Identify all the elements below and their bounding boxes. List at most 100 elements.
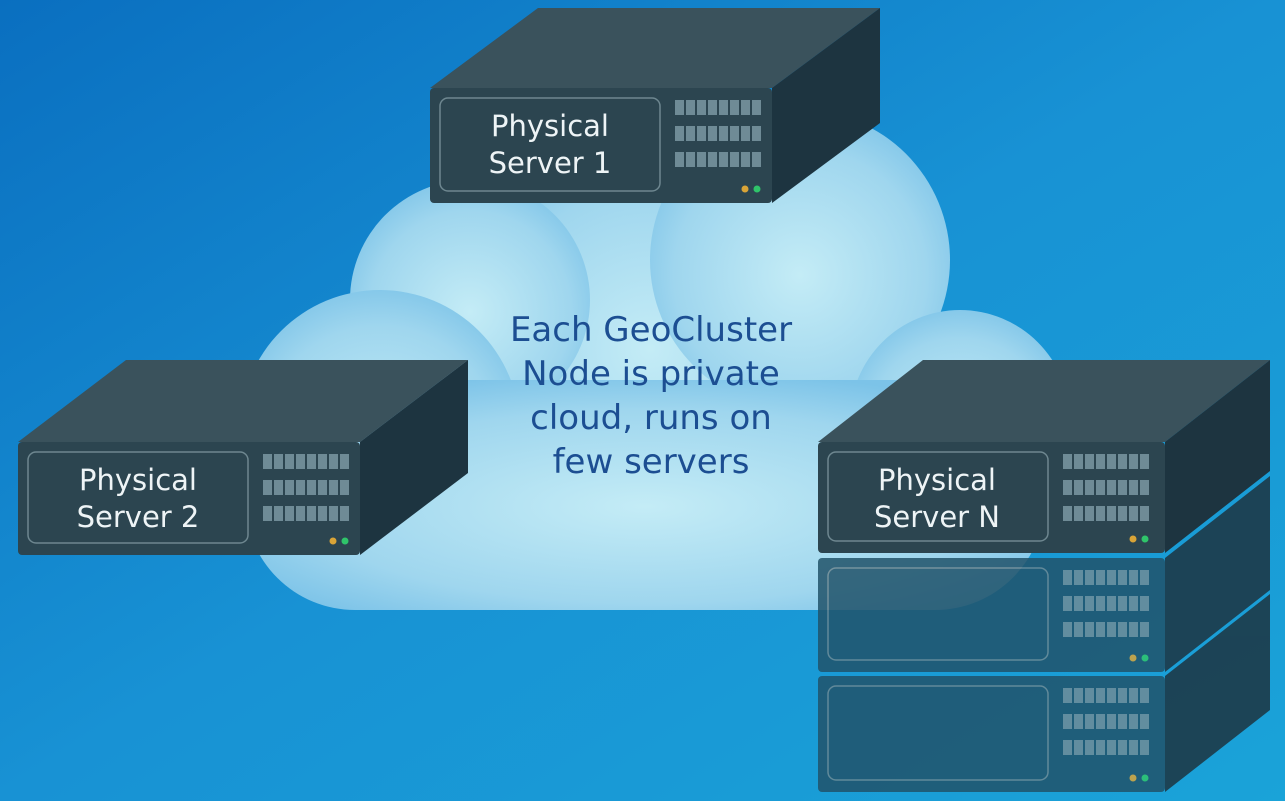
vent-slot <box>296 506 305 521</box>
vent-slot <box>1140 596 1149 611</box>
vent-slot <box>719 126 728 141</box>
vent-slot <box>1129 622 1138 637</box>
vent-slot <box>1074 596 1083 611</box>
vent-slot <box>340 506 349 521</box>
server-n-stack-middle <box>818 476 1270 672</box>
vent-slot <box>730 100 739 115</box>
label-line: Server 2 <box>76 500 200 534</box>
vent-slot <box>1063 714 1072 729</box>
caption-line: Each GeoCluster <box>509 310 793 350</box>
vent-slot <box>1107 506 1116 521</box>
vent-slot <box>1118 740 1127 755</box>
vent-slot <box>329 480 338 495</box>
server-top-face <box>818 360 1270 442</box>
vent-slot <box>1085 596 1094 611</box>
vent-grille-icon <box>1063 688 1149 755</box>
server-n-label: Physical Server N <box>827 462 1047 536</box>
vent-slot <box>1096 480 1105 495</box>
vent-slot <box>1074 506 1083 521</box>
vent-slot <box>1096 688 1105 703</box>
vent-slot <box>730 126 739 141</box>
vent-slot <box>686 152 695 167</box>
vent-slot <box>675 152 684 167</box>
vent-slot <box>1107 570 1116 585</box>
vent-slot <box>296 480 305 495</box>
vent-slot <box>307 454 316 469</box>
vent-slot <box>1096 622 1105 637</box>
server-label-panel <box>827 685 1049 781</box>
server-side-face <box>1165 360 1270 553</box>
vent-slot <box>1140 740 1149 755</box>
server-top-face <box>18 360 468 442</box>
vent-slot <box>730 152 739 167</box>
vent-slot <box>1085 480 1094 495</box>
vent-slot <box>1118 596 1127 611</box>
vent-slot <box>697 126 706 141</box>
server-top-face <box>430 8 880 88</box>
server-label-panel <box>827 451 1049 542</box>
vent-slot <box>1129 714 1138 729</box>
vent-slot <box>1107 596 1116 611</box>
cloud-caption: Each GeoCluster Node is private cloud, r… <box>451 308 851 484</box>
server-front-face <box>18 442 360 555</box>
server-side-face <box>1165 594 1270 792</box>
vent-slot <box>1129 506 1138 521</box>
label-line: Server N <box>873 500 1000 534</box>
vent-slot <box>263 454 272 469</box>
vent-slot <box>1074 570 1083 585</box>
status-led-amber-icon <box>741 185 749 193</box>
vent-slot <box>1140 570 1149 585</box>
vent-slot <box>1096 454 1105 469</box>
vent-slot <box>1107 688 1116 703</box>
server-side-face <box>1165 476 1270 672</box>
vent-slot <box>1129 454 1138 469</box>
vent-slot <box>1096 740 1105 755</box>
vent-slot <box>340 480 349 495</box>
vent-slot <box>1063 480 1072 495</box>
vent-slot <box>318 454 327 469</box>
vent-slot <box>1107 480 1116 495</box>
label-line: Physical <box>878 463 996 497</box>
server-2-label: Physical Server 2 <box>28 462 248 536</box>
vent-slot <box>307 480 316 495</box>
vent-slot <box>697 100 706 115</box>
vent-slot <box>340 454 349 469</box>
vent-slot <box>741 100 750 115</box>
vent-slot <box>1107 740 1116 755</box>
vent-grille-icon <box>263 454 349 521</box>
vent-slot <box>285 506 294 521</box>
vent-grille-icon <box>675 100 761 167</box>
server-1-label: Physical Server 1 <box>440 108 660 182</box>
vent-slot <box>1074 714 1083 729</box>
vent-slot <box>1140 714 1149 729</box>
vent-slot <box>752 152 761 167</box>
vent-slot <box>697 152 706 167</box>
caption-line: Node is private <box>522 354 780 394</box>
vent-slot <box>274 506 283 521</box>
vent-slot <box>1096 596 1105 611</box>
vent-slot <box>686 100 695 115</box>
server-2 <box>18 360 468 555</box>
vent-slot <box>1129 570 1138 585</box>
server-n-stack-bottom <box>818 594 1270 792</box>
server-1 <box>430 8 880 203</box>
vent-slot <box>1118 622 1127 637</box>
vent-slot <box>263 506 272 521</box>
status-led-amber-icon <box>329 537 337 545</box>
label-line: Server 1 <box>488 146 612 180</box>
label-line: Physical <box>79 463 197 497</box>
vent-slot <box>318 480 327 495</box>
vent-slot <box>1063 688 1072 703</box>
vent-slot <box>285 454 294 469</box>
vent-slot <box>1085 714 1094 729</box>
vent-slot <box>263 480 272 495</box>
vent-grille-icon <box>1063 570 1149 637</box>
status-led-green-icon <box>1141 535 1149 543</box>
status-led-green-icon <box>753 185 761 193</box>
vent-slot <box>1074 622 1083 637</box>
vent-slot <box>307 506 316 521</box>
vent-slot <box>1096 570 1105 585</box>
vent-slot <box>1140 506 1149 521</box>
